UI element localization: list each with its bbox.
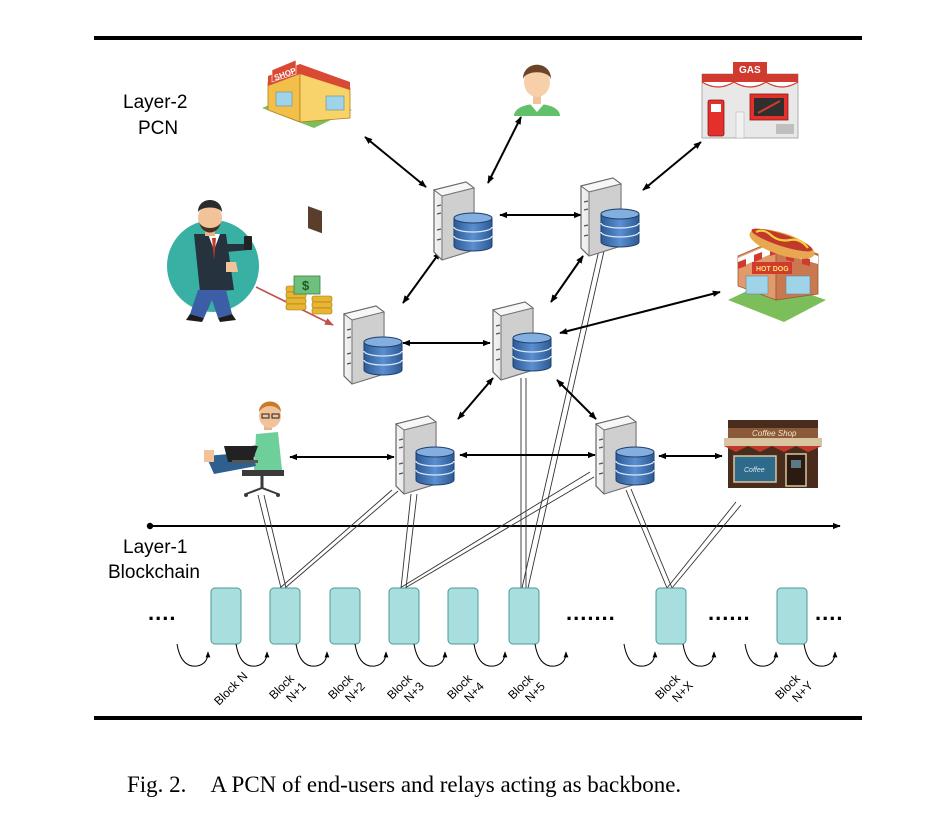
block-label-n-plus-y: BlockN+Y [772,668,816,712]
block-n-plus-x [655,587,687,645]
arrow-relay-relay-low-right [556,379,597,420]
ellipsis-left: .... [148,600,176,625]
relay-server-top-left [433,181,493,261]
figure-caption-text: A PCN of end-users and relays acting as … [210,772,681,797]
relay-server-low-left [395,415,455,495]
relay-server-top-right [580,177,640,257]
block-label-n-plus-2: BlockN+2 [325,669,368,712]
businessman-icon [167,200,259,322]
block-label-n-plus-4: BlockN+4 [444,669,487,712]
coffee-shop-icon: Coffee Shop Coffee [724,420,822,488]
layer2-label-line1: Layer-2 [123,92,187,113]
hotdog-stand-icon: HOT DOG [728,228,826,322]
channel-arrows [289,116,723,461]
arrow-relay-relay-left [402,251,441,304]
block-n [210,587,242,645]
block-label-n-plus-3: BlockN+3 [384,669,427,712]
hotdog-sign-text: HOT DOG [756,266,789,273]
layer1-label-line2: Blockchain [108,562,200,583]
gas-station-icon: GAS [701,62,799,139]
relay-server-mid-center [492,301,552,381]
relay-server-low-right [595,415,655,495]
arrow-relay-hotdog [559,290,721,335]
figure-number: Fig. 2. [127,772,186,797]
arrow-shop-relay [364,136,427,188]
user-avatar-icon [514,64,560,116]
arrow-relay-user [487,116,522,184]
block-labels: Block N BlockN+1 BlockN+2 BlockN+3 Block… [211,668,816,712]
coffee-sign-text: Coffee Shop [752,429,797,438]
chain-links [176,643,838,667]
block-label-n-plus-1: BlockN+1 [266,669,309,712]
block-n-plus-1 [269,587,301,645]
blockchain-timeline [146,522,841,530]
block-n-plus-5 [508,587,540,645]
coffee-window-text: Coffee [744,467,765,474]
layer2-label-line2: PCN [138,118,178,139]
block-n-plus-3 [388,587,420,645]
block-n-plus-4 [447,587,479,645]
shop-icon: SHOP [262,59,352,234]
layer1-label-line1: Layer-1 [123,537,187,558]
relay-server-mid-left [343,305,403,385]
block-label-n: Block N [211,669,250,708]
money-icon: $ [285,275,333,315]
arrow-relay-relay-right [550,255,584,303]
ellipsis-right: ...... [708,600,751,625]
arrow-relay-relay-low-left [457,377,494,420]
block-label-n-plus-5: BlockN+5 [505,669,548,712]
figure-caption: Fig. 2. A PCN of end-users and relays act… [127,772,681,797]
bottom-rule [94,716,862,720]
ellipsis-end: .... [815,600,843,625]
ellipsis-mid: ....... [566,600,616,625]
block-label-n-plus-x: BlockN+X [652,668,696,712]
block-n-plus-2 [329,587,361,645]
relaxing-laptop-user-icon [204,401,284,497]
block-n-plus-y [776,587,808,645]
top-rule [94,36,862,40]
gas-sign-text: GAS [739,65,761,76]
arrow-relay-gas [642,141,702,191]
money-symbol: $ [302,278,310,293]
block-row [210,587,808,645]
